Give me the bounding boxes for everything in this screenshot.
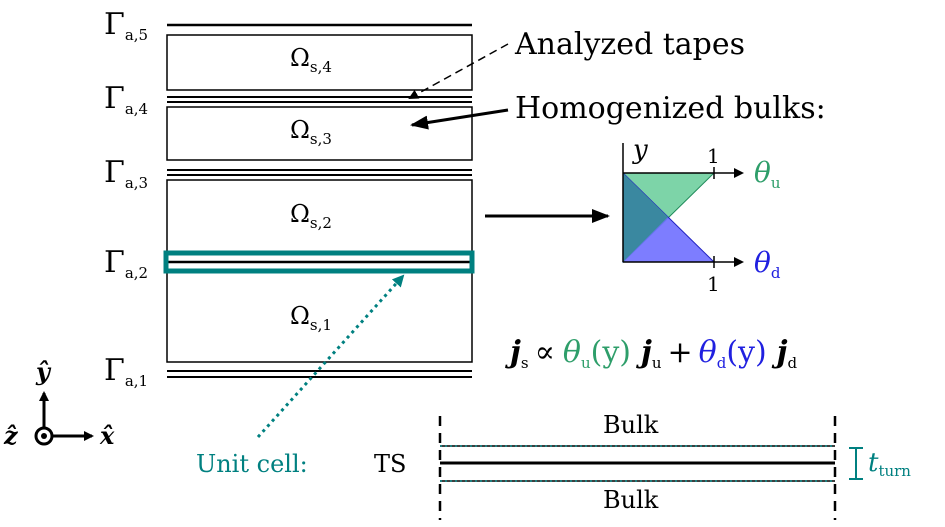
annotations: Analyzed tapes Homogenized bulks: <box>408 27 826 223</box>
omega-s1-label: Ωs,1 <box>290 302 332 334</box>
theta-d-label: θd <box>754 246 781 282</box>
current-equation: js∝θu(y)ju+θd(y)jd <box>505 335 798 372</box>
bulk-bottom-label: Bulk <box>603 486 659 514</box>
tape-stack <box>163 23 475 378</box>
thickness-label: tturn <box>868 448 911 480</box>
omega-s3-label: Ωs,3 <box>290 116 332 148</box>
unit-cell-highlight <box>163 250 475 274</box>
theta-overlap-region <box>623 173 668 262</box>
bulk-box-s4 <box>166 34 473 91</box>
ts-label: TS <box>374 450 406 478</box>
gamma-a3-label: Γa,3 <box>104 155 148 192</box>
homogenized-bulks-label: Homogenized bulks: <box>515 91 826 126</box>
x-hat-label: x̂ <box>99 421 115 450</box>
analyzed-tapes-label: Analyzed tapes <box>514 27 745 62</box>
equation-text: js∝θu(y)ju+θd(y)jd <box>505 335 798 372</box>
analyzed-tapes-arrow <box>408 43 509 99</box>
bulk-box-s3 <box>166 106 473 161</box>
omega-s4-label: Ωs,4 <box>290 44 332 76</box>
gamma-a1-label: Γa,1 <box>104 353 148 390</box>
homogenized-bulks-arrow <box>410 108 509 130</box>
theta-u-label: θu <box>754 156 781 192</box>
omega-labels: Ωs,4 Ωs,3 Ωs,2 Ωs,1 <box>290 44 332 334</box>
unit-cell-pointer: Unit cell: <box>196 274 405 478</box>
unit-cell-arrow <box>256 274 405 439</box>
theta-plot: y 1 1 θu θd <box>622 135 781 296</box>
y-hat-label: ŷ <box>35 357 52 386</box>
gamma-a4-label: Γa,4 <box>104 81 148 118</box>
plot-y-label: y <box>632 135 648 165</box>
z-hat-label: ẑ <box>3 421 19 450</box>
gamma-a2-label: Γa,2 <box>104 245 148 282</box>
top-tick-label: 1 <box>707 144 720 168</box>
omega-s2-label: Ωs,2 <box>290 200 332 232</box>
coordinate-axes: ŷ ẑ x̂ <box>3 357 115 450</box>
gamma-labels: Γa,5 Γa,4 Γa,3 Γa,2 Γa,1 <box>104 7 148 390</box>
bottom-tick-label: 1 <box>707 272 720 296</box>
unit-cell-detail: Bulk Bulk TS tturn <box>374 411 911 520</box>
bulk-top-label: Bulk <box>603 411 659 439</box>
unit-cell-label: Unit cell: <box>196 450 308 478</box>
gamma-a5-label: Γa,5 <box>104 7 148 44</box>
z-axis-dot <box>41 433 47 439</box>
